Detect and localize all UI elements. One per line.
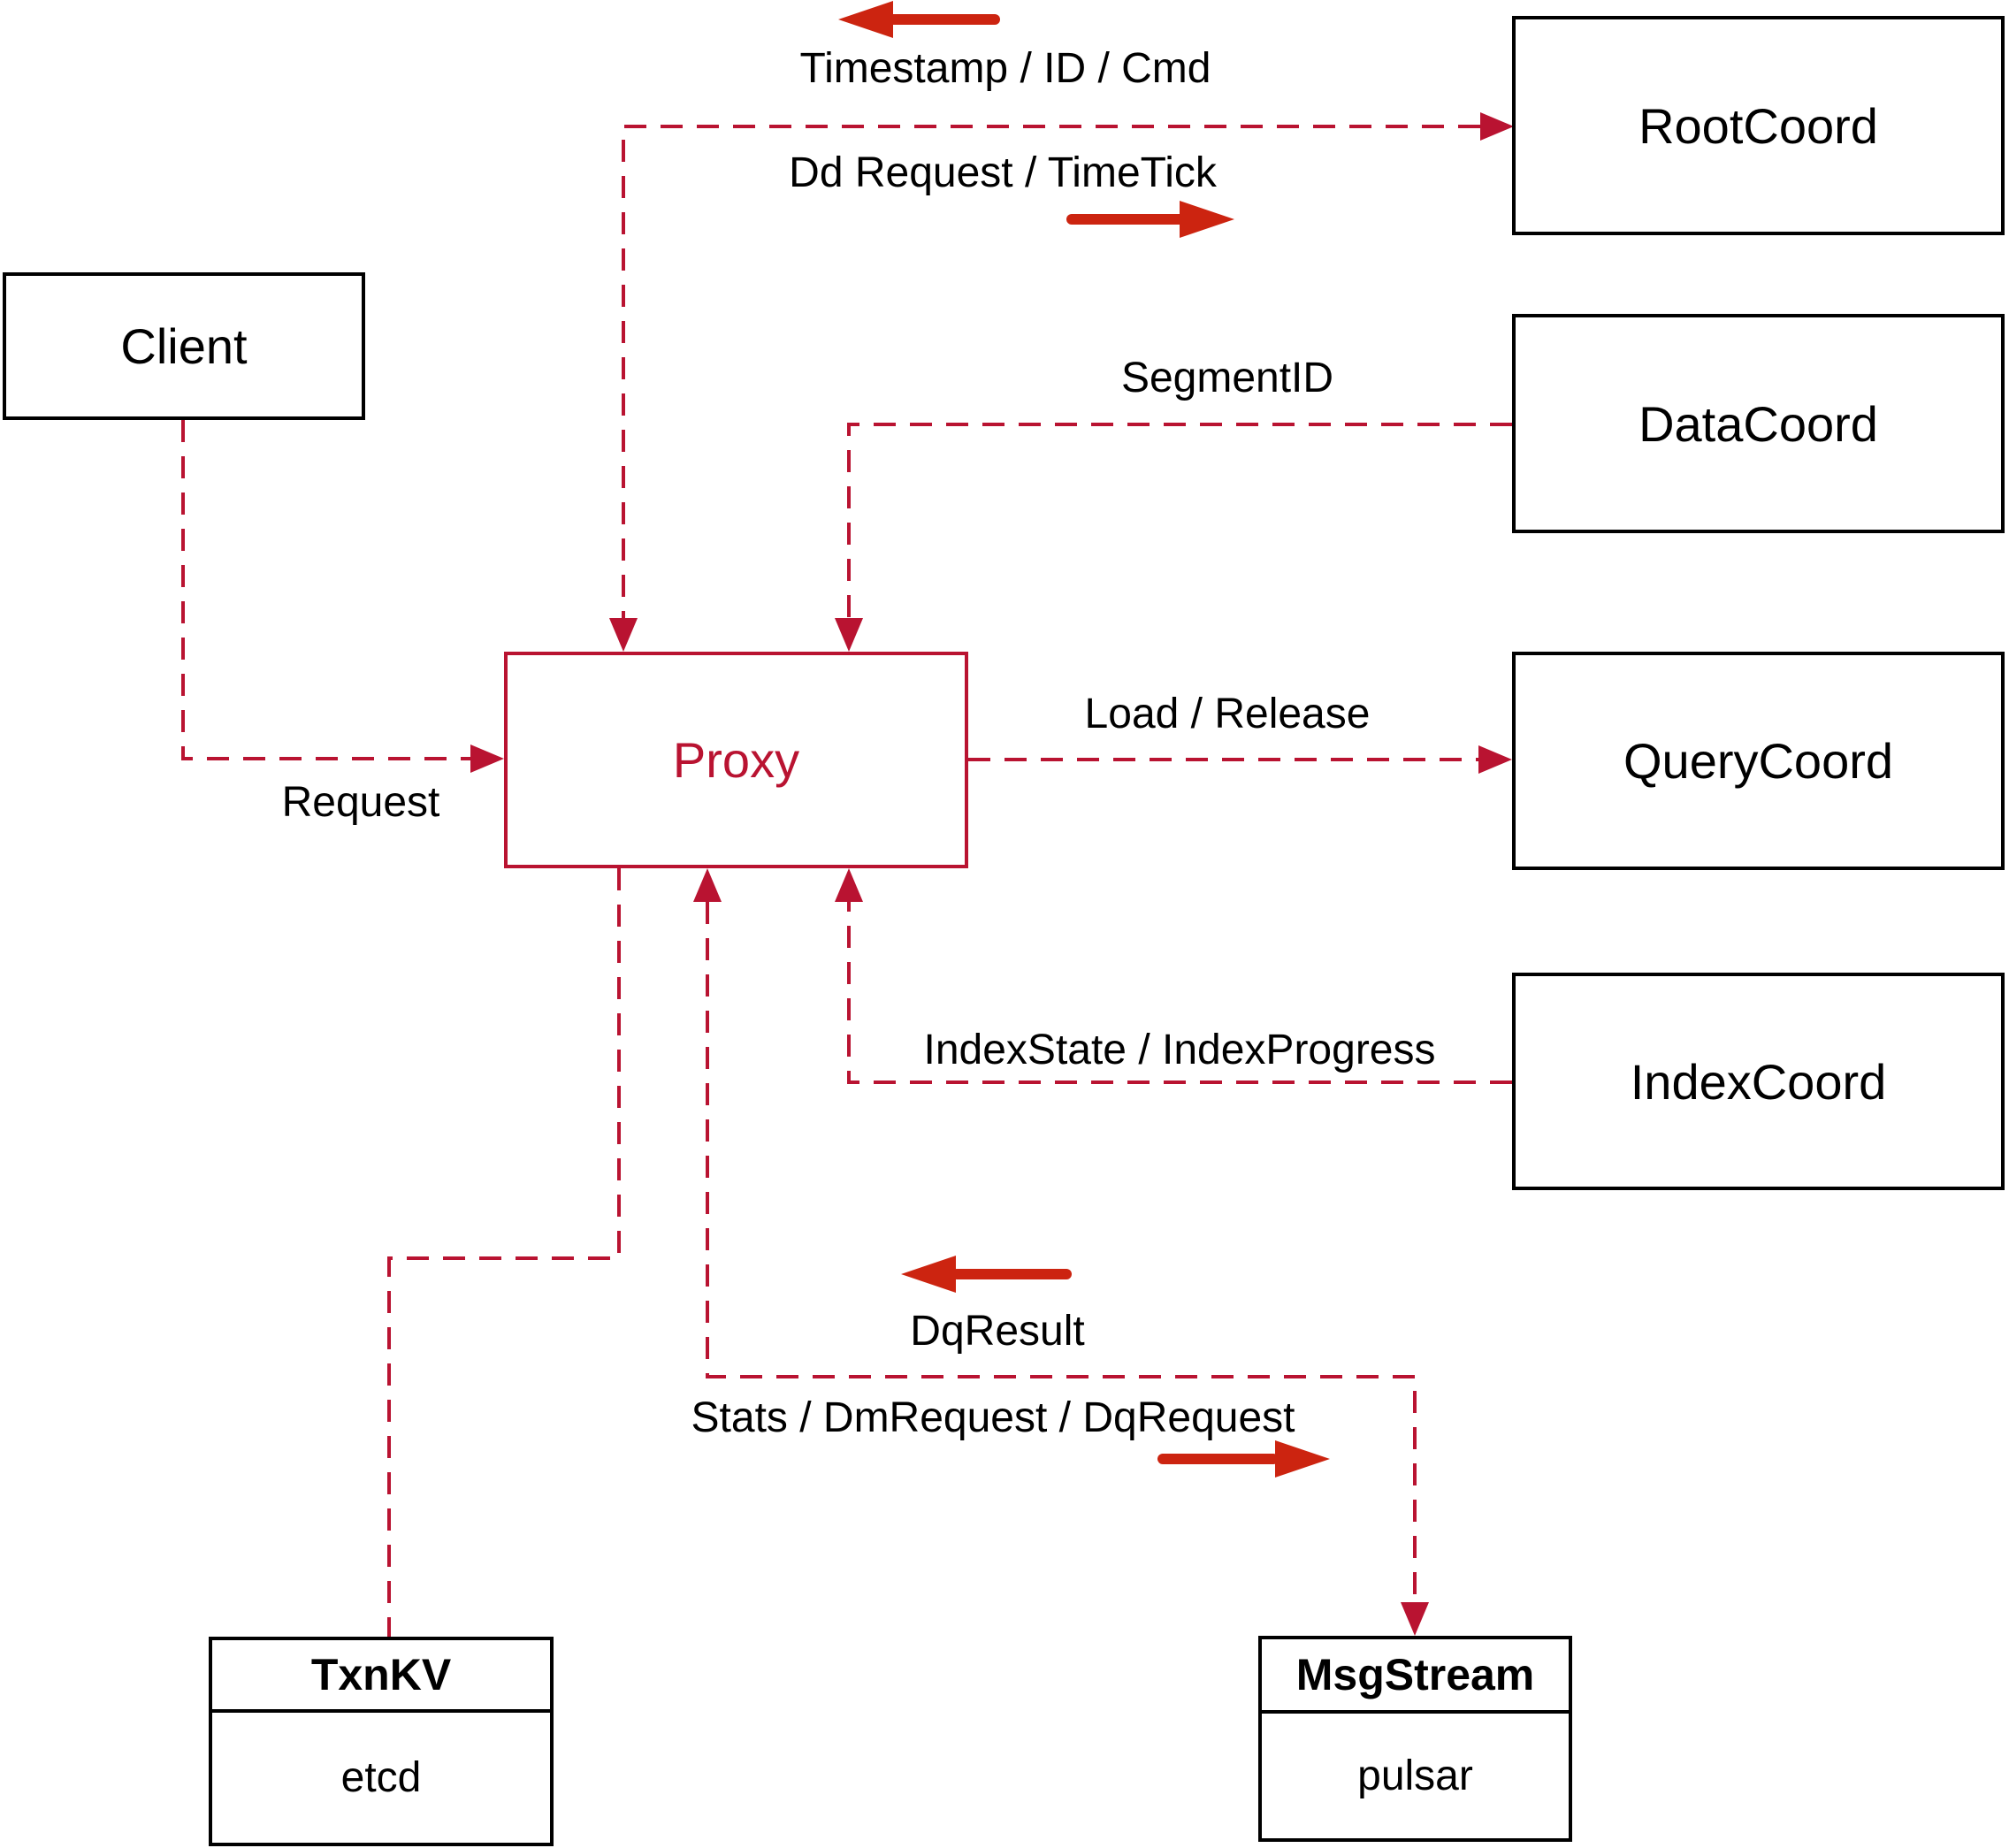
edge-proxy-rootcoord-line — [622, 125, 1480, 618]
node-rootcoord: RootCoord — [1512, 16, 2005, 235]
direction-arrow-dqresult-left-head — [901, 1256, 956, 1293]
edge-proxy-msgstream-line — [706, 902, 1417, 1602]
arrowhead-into-proxy-top-right — [835, 618, 863, 652]
direction-arrow-timestamp-left-head — [838, 1, 893, 38]
arrowhead-into-proxy-bottom-right — [835, 868, 863, 902]
arrowhead-into-proxy-bottom-left — [693, 868, 722, 902]
node-querycoord: QueryCoord — [1512, 652, 2005, 870]
edge-label-load-release: Load / Release — [1084, 691, 1371, 737]
edge-label-segment-id: SegmentID — [1120, 355, 1334, 401]
node-datacoord-label: DataCoord — [1639, 395, 1878, 452]
edge-indexcoord-proxy — [835, 868, 1512, 1084]
edge-proxy-querycoord — [968, 745, 1512, 774]
edge-datacoord-proxy-line — [847, 423, 1512, 618]
edge-indexcoord-proxy-line — [847, 902, 1512, 1084]
node-proxy: Proxy — [504, 652, 968, 868]
arrowhead-into-querycoord — [1478, 745, 1512, 774]
direction-arrow-stats-right — [1157, 1440, 1330, 1478]
node-txnkv-impl: etcd — [340, 1754, 422, 1801]
edge-label-dd-request-timetick: Dd Request / TimeTick — [789, 149, 1217, 196]
edge-datacoord-proxy — [835, 423, 1512, 652]
arrowhead-into-rootcoord — [1480, 112, 1514, 141]
node-msgstream-impl: pulsar — [1357, 1753, 1473, 1799]
node-indexcoord-label: IndexCoord — [1630, 1053, 1887, 1110]
arrowhead-into-msgstream — [1401, 1602, 1429, 1636]
arrowhead-into-proxy-top-left — [609, 618, 638, 652]
direction-arrow-dqresult-left — [901, 1256, 1072, 1293]
direction-arrow-stats-right-head — [1275, 1440, 1330, 1478]
node-rootcoord-label: RootCoord — [1639, 97, 1878, 154]
edge-proxy-msgstream — [693, 868, 1429, 1636]
edge-label-index-state-progress: IndexState / IndexProgress — [923, 1027, 1436, 1073]
node-datacoord: DataCoord — [1512, 314, 2005, 533]
node-msgstream-title: MsgStream — [1262, 1639, 1569, 1714]
edge-label-stats-dm-dq-request: Stats / DmRequest / DqRequest — [691, 1394, 1295, 1441]
node-msgstream: MsgStream pulsar — [1258, 1636, 1572, 1842]
node-proxy-label: Proxy — [672, 732, 800, 788]
node-txnkv: TxnKV etcd — [209, 1637, 554, 1846]
edge-proxy-txnkv — [387, 868, 621, 1637]
edge-label-request: Request — [281, 779, 440, 826]
edge-proxy-txnkv-line — [387, 868, 621, 1637]
node-querycoord-label: QueryCoord — [1623, 733, 1894, 789]
edge-client-proxy-line — [181, 420, 470, 760]
arrowhead-into-proxy-left — [470, 745, 504, 773]
edge-client-proxy — [181, 420, 504, 773]
node-indexcoord: IndexCoord — [1512, 973, 2005, 1190]
edge-label-timestamp-id-cmd: Timestamp / ID / Cmd — [799, 45, 1211, 92]
edge-proxy-rootcoord — [609, 112, 1514, 652]
node-txnkv-title: TxnKV — [212, 1640, 550, 1713]
direction-arrow-ddrequest-right — [1066, 201, 1234, 238]
edge-label-dq-result: DqResult — [910, 1308, 1085, 1355]
direction-arrow-ddrequest-right-head — [1180, 201, 1234, 238]
node-client: Client — [3, 272, 365, 420]
node-client-label: Client — [120, 318, 248, 374]
direction-arrow-timestamp-left — [838, 1, 1000, 38]
